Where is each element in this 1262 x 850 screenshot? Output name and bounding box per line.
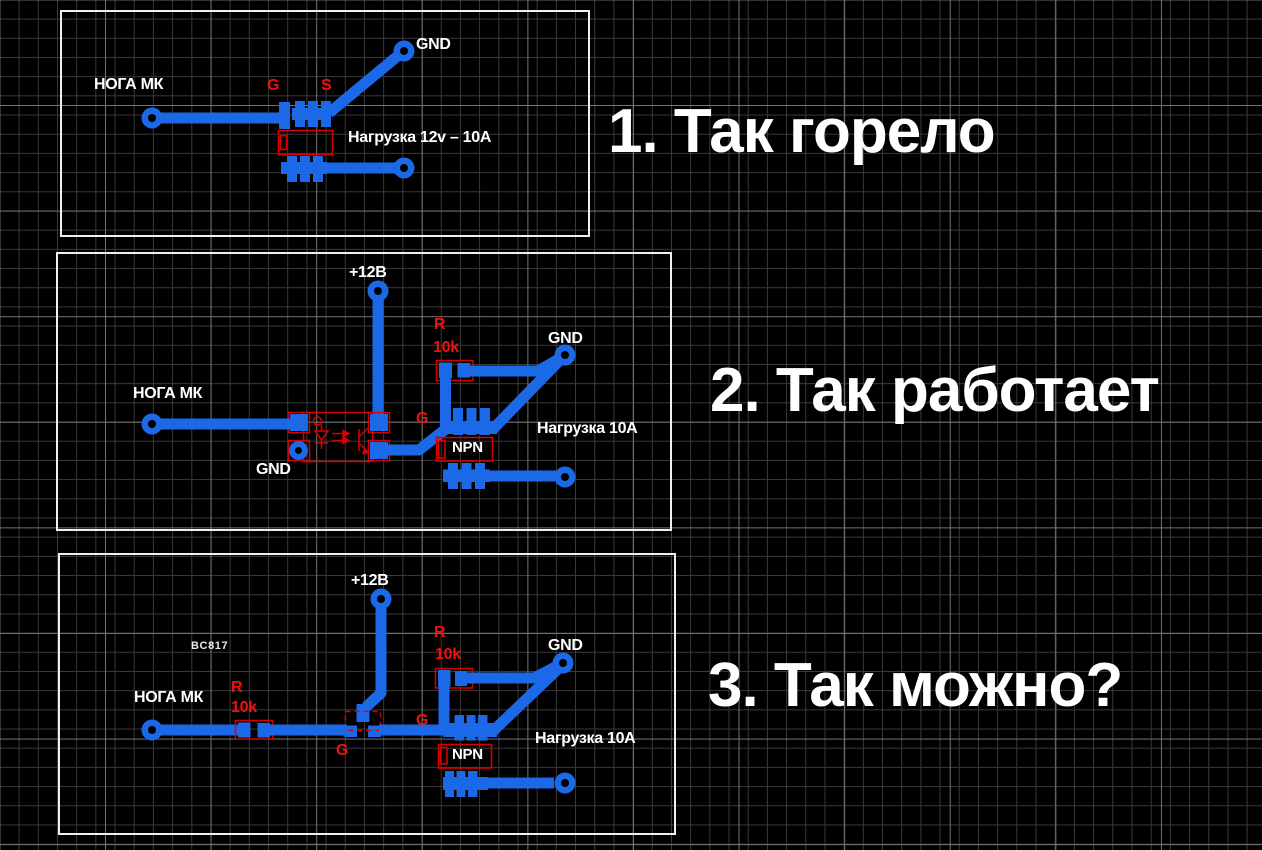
panel3-gnd-label: GND: [548, 637, 583, 654]
panel3-resistor1-pad: [257, 723, 270, 738]
panel2-gate-label: G: [416, 410, 429, 427]
panel3-resistor2-ref-label: R: [434, 624, 446, 641]
panel2-gnd-pad-hole: [561, 351, 569, 359]
panel3-gate2-label: G: [416, 712, 429, 729]
panel3-12v-label: +12В: [351, 572, 389, 589]
panel3-source-finger: [466, 715, 476, 741]
panel1-drain-finger: [313, 156, 323, 182]
panel3-source-finger: [478, 715, 488, 741]
panel3-load-label: Нагрузка 10A: [535, 730, 636, 747]
panel1-drain-finger: [287, 156, 297, 182]
panel2-mk-pad-hole: [148, 420, 156, 428]
panel2-drain-finger: [475, 463, 485, 489]
panel3-resistor1-value-label: 10k: [231, 699, 257, 716]
panel3-source-gnd-trace: [489, 664, 563, 735]
panel1-gate-label: G: [267, 77, 280, 94]
panel3-load-pad-hole: [561, 779, 569, 787]
panel3-resistor1-ref-label: R: [231, 679, 243, 696]
panel1-source-label: S: [321, 77, 332, 94]
panel1-gnd-pad-hole: [400, 47, 408, 55]
panel2-12v-label: +12В: [349, 264, 387, 281]
panel3-circuit: [141, 588, 576, 797]
panel3-12v-trace: [362, 604, 387, 712]
panel3-gate1-label: G: [336, 742, 349, 759]
panel1-gnd-label: GND: [416, 36, 451, 53]
panel2-resistor-pad: [439, 362, 452, 378]
panel2-source-finger: [453, 408, 463, 435]
panel1-gate-pin: [279, 102, 290, 129]
panel3-mk-pad-hole: [148, 726, 156, 734]
panel3-drain-finger: [456, 771, 466, 797]
panel3-12v-pad-hole: [377, 595, 385, 603]
bc817-pad-collector: [356, 704, 370, 722]
panel1-source-finger: [295, 101, 305, 127]
panel2-source-finger: [466, 408, 477, 435]
optocoupler-pad-anode: [290, 414, 308, 431]
panel1-circuit: [141, 40, 415, 182]
panel3-drain-finger: [445, 771, 454, 797]
panel2-npn-silkscreen: [435, 436, 494, 462]
heading-1: 1. Так горело: [608, 97, 996, 166]
panel3-mk-label: НОГА МК: [134, 689, 204, 706]
panel3-bc817-label: BC817: [191, 640, 229, 652]
panel3-resistor1-pad: [238, 722, 251, 738]
panel3-drain-finger: [468, 771, 478, 797]
panel3-source-finger: [454, 715, 464, 741]
panel3-npn-silkscreen: [437, 743, 493, 769]
panel2-source-gnd-trace: [489, 355, 565, 433]
panel-3-outline: [58, 553, 676, 835]
panel1-load-pad-hole: [400, 164, 408, 172]
panel1-drain-finger: [300, 156, 310, 182]
panel2-gate-trace: [386, 423, 451, 456]
panel2-circuit: [141, 280, 576, 489]
panel2-drain-finger: [461, 463, 472, 489]
panel-2-outline: [56, 252, 672, 531]
panel1-mk-label: НОГА МК: [94, 76, 164, 93]
panel2-load-label: Нагрузка 10A: [537, 420, 638, 437]
panel3-gnd-pad-hole: [559, 659, 567, 667]
heading-3: 3. Так можно?: [708, 651, 1123, 720]
panel2-gnd-label: GND: [548, 330, 583, 347]
panel2-drain-finger: [448, 463, 458, 489]
optocoupler-pin1-marker: [312, 416, 323, 426]
optocoupler-silkscreen: [287, 411, 391, 463]
panel1-gnd-trace: [325, 49, 404, 118]
panel2-load-pad-hole: [561, 473, 569, 481]
optocoupler-pad-cathode-hole: [295, 447, 302, 454]
panel1-mk-pad-hole: [148, 114, 156, 122]
optocoupler-pad-collector: [370, 414, 388, 431]
panel-1-outline: [60, 10, 590, 237]
panel2-opto-gnd-label: GND: [256, 461, 291, 478]
panel3-npn-label: NPN: [452, 746, 483, 763]
panel2-npn-label: NPN: [452, 439, 483, 456]
panel3-resistor2-value-label: 10k: [435, 646, 461, 663]
heading-2: 2. Так работает: [710, 356, 1160, 425]
panel2-source-finger: [480, 408, 490, 435]
panel1-load-label: Нагрузка 12v – 10A: [348, 129, 492, 146]
panel2-mk-label: НОГА МК: [133, 385, 203, 402]
optocoupler-pad-emitter: [370, 442, 388, 459]
panel2-12v-pad-hole: [374, 287, 382, 295]
bc817-pad-emitter: [368, 725, 381, 737]
panel1-source-finger: [308, 101, 318, 127]
panel2-resistor-value-label: 10k: [433, 339, 459, 356]
panel1-mosfet-silkscreen: [277, 129, 334, 156]
panel1-source-finger: [321, 101, 331, 127]
panel2-resistor-ref-label: R: [434, 316, 446, 333]
panel3-resistor2-pad: [438, 670, 451, 687]
optocoupler-led-symbol: [313, 430, 330, 442]
